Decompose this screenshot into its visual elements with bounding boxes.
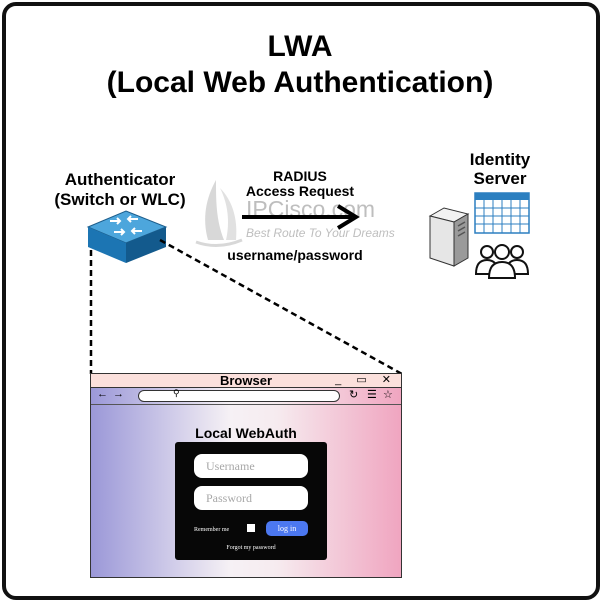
identity-server-line1: Identity — [469, 150, 531, 169]
server-tower-icon — [428, 207, 470, 267]
credentials-label: username/password — [227, 247, 363, 263]
remember-me-checkbox[interactable] — [247, 524, 255, 532]
database-table-icon — [474, 192, 530, 234]
remember-me-label: Remember me — [194, 527, 230, 533]
browser-title: Browser — [219, 373, 273, 388]
identity-server-label: Identity Server — [440, 150, 560, 188]
login-title: Local WebAuth — [195, 425, 297, 441]
diagram-title: LWA — [267, 30, 333, 63]
authenticator-label: Authenticator (Switch or WLC) — [30, 170, 210, 210]
star-icon[interactable]: ☆ — [383, 389, 393, 401]
identity-server-line2: Server — [473, 169, 527, 188]
login-form: Username Password Remember me log in For… — [175, 442, 327, 560]
arrow-right-icon — [242, 204, 360, 230]
menu-icon[interactable]: ☰ — [367, 389, 377, 401]
back-arrow-icon[interactable]: ← — [97, 388, 108, 400]
forward-arrow-icon[interactable]: → — [113, 388, 124, 400]
switch-icon — [86, 210, 168, 263]
browser-titlebar: Browser _ ▭ ✕ — [91, 373, 401, 388]
forgot-password-link[interactable]: Forgot my password — [226, 545, 276, 551]
radius-label: RADIUS Access Request — [220, 169, 380, 199]
sailboat-logo-icon — [195, 180, 243, 247]
users-group-icon — [474, 244, 530, 279]
password-field[interactable]: Password — [194, 486, 308, 510]
address-bar[interactable]: ⚲ — [138, 388, 340, 402]
reload-icon[interactable]: ↻ — [349, 389, 359, 401]
browser-window: Browser _ ▭ ✕ ← → ⚲ ↻ ☰ ☆ Local WebAuth … — [90, 373, 402, 578]
browser-toolbar: ← → ⚲ ↻ ☰ ☆ — [91, 388, 401, 405]
username-field[interactable]: Username — [194, 454, 308, 478]
watermark-tagline: Best Route To Your Dreams — [246, 226, 395, 240]
authenticator-label-line2: (Switch or WLC) — [54, 190, 186, 209]
login-button[interactable]: log in — [266, 521, 308, 536]
radius-line1: RADIUS — [273, 168, 327, 184]
diagram-subtitle: (Local Web Authentication) — [106, 66, 494, 99]
window-controls[interactable]: _ ▭ ✕ — [335, 374, 397, 386]
radius-line2: Access Request — [245, 183, 355, 199]
authenticator-label-line1: Authenticator — [64, 170, 176, 189]
search-icon: ⚲ — [173, 388, 180, 398]
